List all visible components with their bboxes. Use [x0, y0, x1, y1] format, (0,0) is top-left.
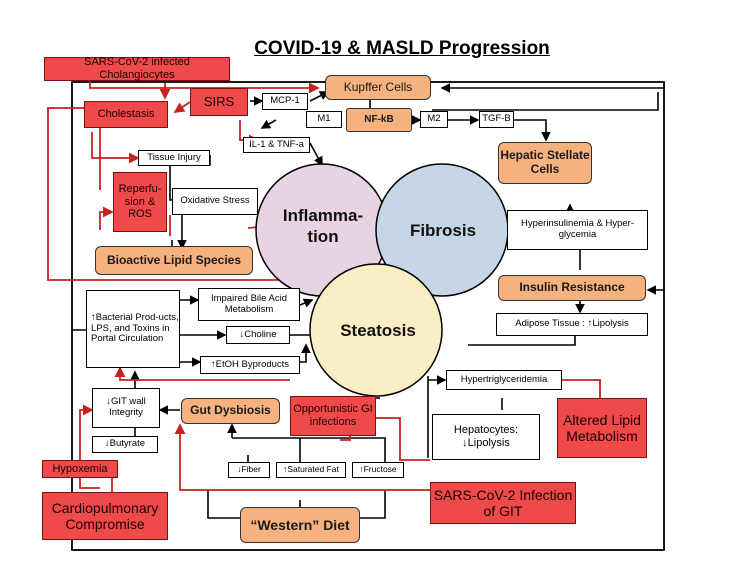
inflammation-label: Inflamma-tion: [282, 206, 364, 247]
git-wall-box: ↓GIT wall Integrity: [92, 388, 160, 428]
diagram-title: COVID-19 & MASLD Progression: [254, 38, 550, 59]
il1-tnf-box: IL-1 & TNF-a: [243, 137, 310, 153]
bacterial-products-box: ↑Bacterial Prod-ucts, LPS, and Toxins in…: [86, 290, 180, 368]
fructose-box: ↑Fructose: [352, 462, 404, 478]
adipose-box: Adipose Tissue : ↑Lipolysis: [496, 313, 648, 336]
choline-box: ↓Choline: [226, 326, 290, 344]
cardiopulmonary-box: Cardiopulmonary Compromise: [42, 492, 168, 540]
hepatic-stellate-box: Hepatic Stellate Cells: [498, 142, 592, 184]
sars-cholangiocytes-box: SARS-CoV-2 infected Cholangiocytes: [44, 56, 230, 81]
kupffer-cells-box: Kupffer Cells: [325, 75, 431, 100]
altered-lipid-box: Altered Lipid Metabolism: [557, 398, 647, 458]
gut-dysbiosis-box: Gut Dysbiosis: [181, 398, 280, 424]
steatosis-circle: [309, 263, 443, 397]
opportunistic-infections-box: Opportunistic GI infections: [290, 396, 376, 436]
reperfusion-ros-box: Reperfu-sion & ROS: [113, 172, 167, 232]
hypertriglyceridemia-box: Hypertriglyceridemia: [446, 370, 562, 390]
m1-box: M1: [306, 111, 342, 128]
oxidative-stress-box: Oxidative Stress: [172, 188, 258, 215]
butyrate-box: ↓Butyrate: [92, 436, 158, 453]
steatosis-label: Steatosis: [340, 321, 416, 340]
hypoxemia-box: Hypoxemia: [42, 460, 118, 478]
tgfb-box: TGF-B: [479, 111, 514, 128]
sirs-box: SIRS: [190, 88, 248, 116]
insulin-resistance-box: Insulin Resistance: [498, 275, 646, 301]
impaired-bile-box: Impaired Bile Acid Metabolism: [198, 288, 300, 321]
hepatocytes-box: Hepatocytes: ↓Lipolysis: [432, 414, 540, 460]
saturated-fat-box: ↑Saturated Fat: [276, 462, 346, 478]
bioactive-lipid-box: Bioactive Lipid Species: [95, 246, 253, 275]
etoh-box: ↑EtOH Byproducts: [200, 356, 300, 374]
cholestasis-box: Cholestasis: [84, 101, 168, 128]
m2-box: M2: [420, 111, 448, 128]
fibrosis-label: Fibrosis: [409, 221, 477, 240]
western-diet-box: “Western” Diet: [240, 507, 360, 543]
nfkb-box: NF-kB: [346, 108, 412, 132]
fiber-box: ↓Fiber: [228, 462, 270, 478]
mcp1-box: MCP-1: [262, 93, 308, 110]
tissue-injury-box: Tissue Injury: [138, 150, 210, 166]
hyperinsulinemia-box: Hyperinsulinemia & Hyper-glycemia: [507, 210, 648, 250]
sars-git-box: SARS-CoV-2 Infection of GIT: [430, 482, 576, 524]
